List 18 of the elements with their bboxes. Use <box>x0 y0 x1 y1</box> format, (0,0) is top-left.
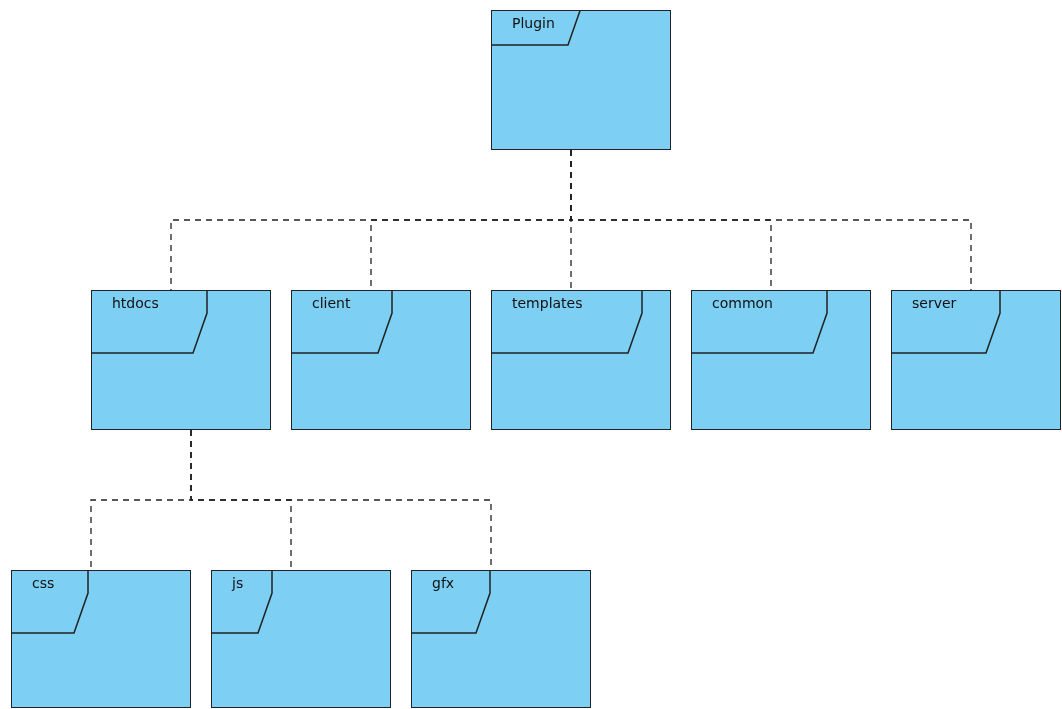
package-box <box>411 570 591 708</box>
package-box <box>691 290 871 430</box>
package-name: css <box>32 574 55 593</box>
package-box <box>891 290 1061 430</box>
package-box <box>291 290 471 430</box>
package-name: templates <box>512 294 583 313</box>
package-box <box>491 10 671 150</box>
package-name: client <box>312 294 351 313</box>
package-name: htdocs <box>112 294 159 313</box>
package-box <box>91 290 271 430</box>
package-box <box>11 570 191 708</box>
package-box <box>491 290 671 430</box>
package-name: gfx <box>432 574 455 593</box>
package-name: js <box>232 574 244 593</box>
package-name: server <box>912 294 957 313</box>
package-box <box>211 570 391 708</box>
package-name: Plugin <box>512 14 555 33</box>
package-name: common <box>712 294 773 313</box>
